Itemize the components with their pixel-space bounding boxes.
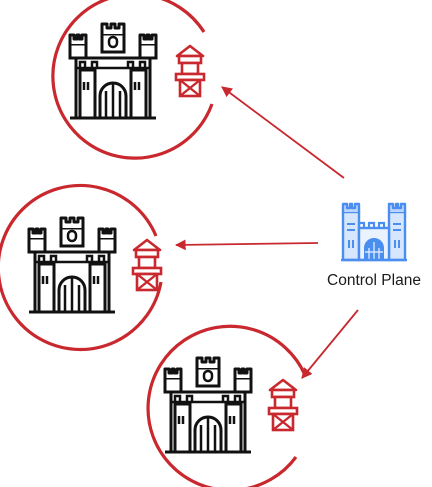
cluster-2 xyxy=(0,183,163,352)
control-plane xyxy=(339,202,409,262)
cluster-3 xyxy=(146,324,307,487)
castle-icon xyxy=(339,202,409,262)
arrow-to-cluster-2 xyxy=(174,239,319,251)
arrow-to-cluster-3 xyxy=(301,309,359,379)
watchtower-icon xyxy=(174,44,206,98)
cluster-ring-2 xyxy=(0,183,163,352)
cluster-ring-3 xyxy=(146,324,307,487)
watchtower-icon xyxy=(267,378,299,432)
arrow-to-cluster-1 xyxy=(221,86,345,179)
castle-icon xyxy=(68,22,158,120)
castle-icon xyxy=(27,216,117,314)
control-plane-label: Control Plane xyxy=(327,272,421,289)
cluster-1 xyxy=(51,0,214,160)
watchtower-icon xyxy=(131,238,163,292)
cluster-ring-1 xyxy=(51,0,214,160)
castle-icon xyxy=(163,356,253,454)
